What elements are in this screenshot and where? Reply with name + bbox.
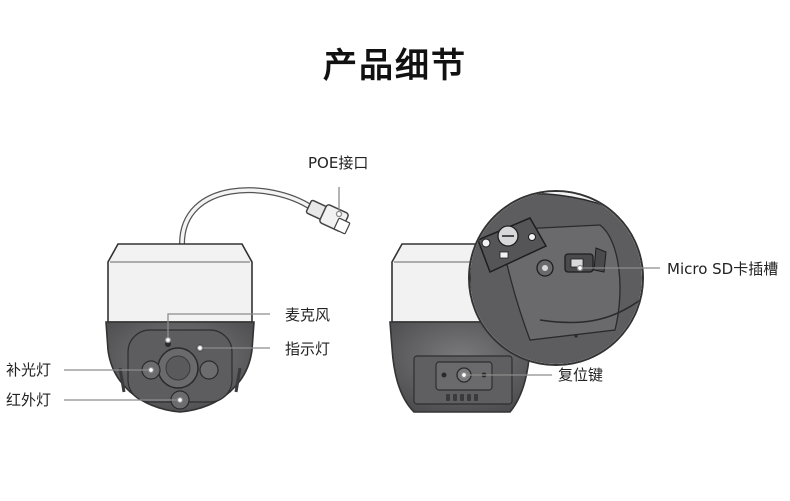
label-indicator-light: 指示灯 xyxy=(285,340,331,358)
callouts-left xyxy=(64,187,343,404)
label-fill-light: 补光灯 xyxy=(6,361,52,379)
page-title: 产品细节 xyxy=(323,46,467,86)
label-sd-slot: Micro SD卡插槽 xyxy=(667,260,779,278)
housing-top xyxy=(107,243,253,323)
label-reset-button: 复位键 xyxy=(558,366,604,384)
camera-front-view xyxy=(105,187,351,413)
sd-slot-zoom-inset xyxy=(468,190,644,366)
label-microphone: 麦克风 xyxy=(285,306,331,324)
label-poe-port: POE接口 xyxy=(308,154,369,172)
fill-light-right xyxy=(199,360,219,380)
poe-connector-icon xyxy=(305,199,351,235)
label-ir-light: 红外灯 xyxy=(6,391,52,409)
callouts-right xyxy=(460,264,660,379)
